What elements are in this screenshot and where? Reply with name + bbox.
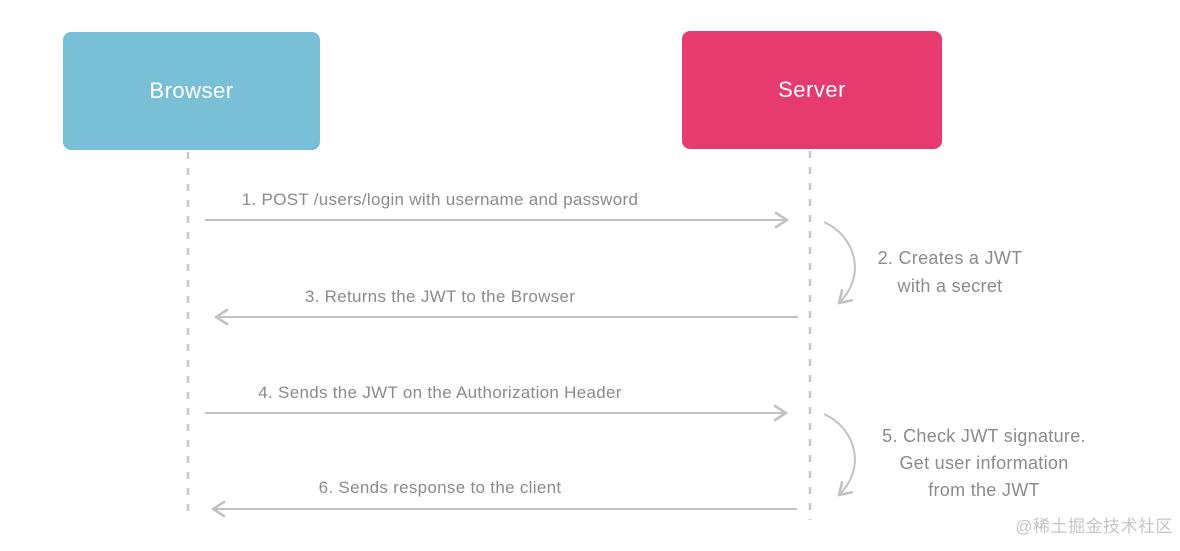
message-label-2: 2. Creates a JWT with a secret	[860, 244, 1040, 300]
message-label-6: 6. Sends response to the client	[318, 478, 562, 497]
message-label-5-line-1: 5. Check JWT signature.	[882, 426, 1086, 446]
actor-server: Server	[682, 31, 942, 149]
message-label-2-line-2: with a secret	[897, 276, 1003, 296]
actor-server-label: Server	[778, 77, 846, 102]
actor-browser-label: Browser	[149, 78, 234, 103]
message-label-3: 3. Returns the JWT to the Browser	[304, 287, 576, 306]
message-self-arrow-2	[823, 221, 856, 305]
message-label-5: 5. Check JWT signature. Get user informa…	[860, 423, 1108, 504]
message-label-1: 1. POST /users/login with username and p…	[241, 190, 639, 209]
message-label-5-line-2: Get user information	[899, 453, 1069, 473]
message-label-4: 4. Sends the JWT on the Authorization He…	[258, 383, 622, 402]
actor-browser: Browser	[63, 32, 320, 150]
message-label-5-line-3: from the JWT	[928, 480, 1040, 500]
message-self-arrow-5	[823, 413, 856, 497]
watermark: @稀土掘金技术社区	[1015, 517, 1173, 536]
message-label-2-line-1: 2. Creates a JWT	[877, 248, 1023, 268]
